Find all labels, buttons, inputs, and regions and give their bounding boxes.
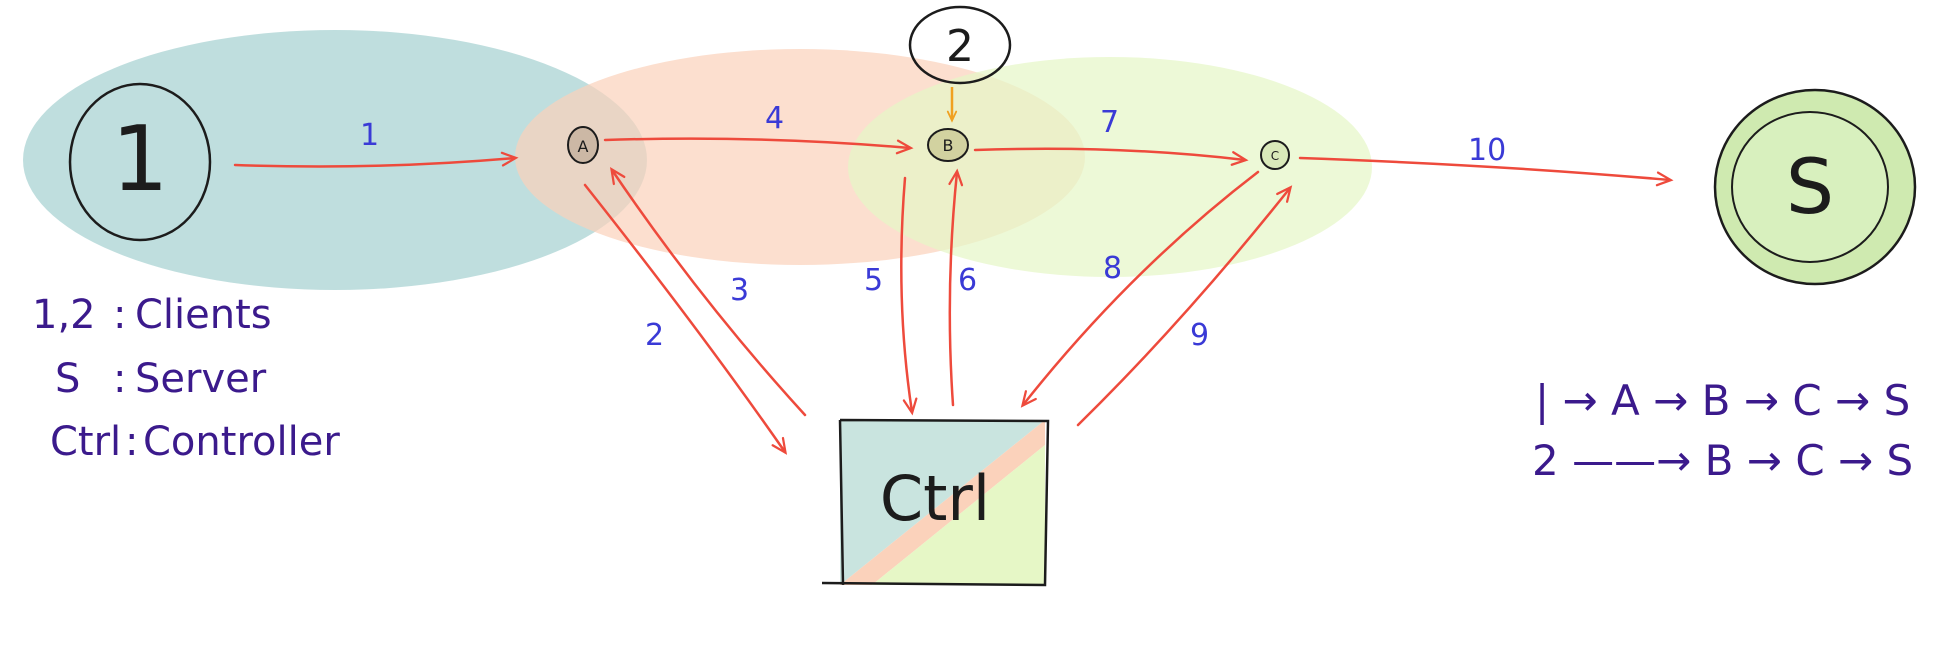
legend-value-clients: Clients xyxy=(135,292,272,338)
edge-3-arrow xyxy=(610,167,807,417)
switch-a-node: A xyxy=(567,126,599,164)
client1-label: 1 xyxy=(111,107,168,212)
edge-6-label: 6 xyxy=(958,263,977,298)
edge-4-arrow xyxy=(603,137,914,155)
legend-value-controller: Controller xyxy=(143,419,340,465)
switch-b-node: B xyxy=(927,128,969,162)
legend-colon-3: : xyxy=(125,419,138,465)
legend: 1,2 : Clients S : Server Ctrl : Controll… xyxy=(32,292,340,465)
edge-1-label: 1 xyxy=(360,118,379,153)
controller-label: Ctrl xyxy=(880,462,990,535)
edge-9-label: 9 xyxy=(1190,318,1209,353)
legend-colon-1: : xyxy=(113,292,126,338)
edge-7-arrow xyxy=(973,147,1249,166)
legend-colon-2: : xyxy=(113,356,126,402)
switch-b-label: B xyxy=(943,136,954,155)
edge-8-arrow xyxy=(1020,170,1260,408)
edge-4-label: 4 xyxy=(765,101,784,136)
region-b-c xyxy=(848,57,1372,277)
edge-2-label: 2 xyxy=(645,318,664,353)
legend-key-controller: Ctrl xyxy=(50,419,121,465)
client1-node: 1 xyxy=(68,82,212,242)
region-client1-a xyxy=(23,30,647,290)
legend-key-server: S xyxy=(55,356,80,402)
client2-node: 2 xyxy=(908,5,1012,85)
server-label: S xyxy=(1786,142,1834,231)
edge-10-label: 10 xyxy=(1468,133,1506,168)
edge-10-arrow xyxy=(1298,156,1674,187)
edge-7-label: 7 xyxy=(1100,105,1119,140)
path-client2: 2 ——→ B → C → S xyxy=(1532,436,1913,485)
switch-c-label: C xyxy=(1271,149,1279,163)
edge-1-arrow xyxy=(233,151,519,168)
client2-label: 2 xyxy=(946,21,974,72)
server-node: S xyxy=(1713,88,1917,286)
edge-2-arrow xyxy=(583,183,788,455)
path-client1: | → A → B → C → S xyxy=(1535,376,1910,425)
legend-key-clients: 1,2 xyxy=(32,292,96,338)
edge-5-arrow xyxy=(900,176,918,416)
edge-6-arrow xyxy=(948,168,964,407)
switch-a-label: A xyxy=(578,137,589,156)
switch-c-node: C xyxy=(1260,140,1290,170)
edge-3-label: 3 xyxy=(730,273,749,308)
edge-8-label: 8 xyxy=(1103,251,1122,286)
edge-5-label: 5 xyxy=(864,263,883,298)
path-summary: | → A → B → C → S 2 ——→ B → C → S xyxy=(1532,376,1913,485)
controller-node: Ctrl xyxy=(821,418,1050,587)
edge-9-arrow xyxy=(1076,185,1293,427)
legend-value-server: Server xyxy=(135,356,267,402)
